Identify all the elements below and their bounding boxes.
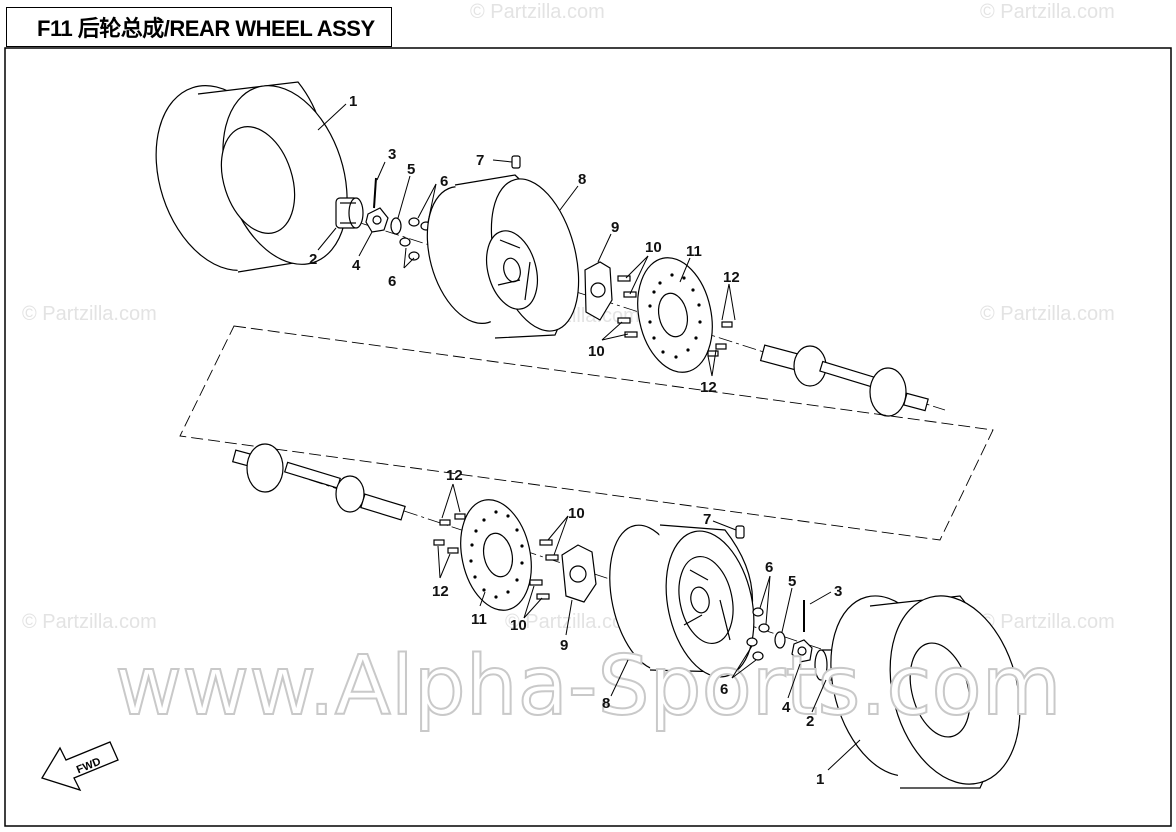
top-cotter-pin — [373, 177, 377, 209]
watermark-mid-left: © Partzilla.com — [22, 303, 157, 325]
bottom-rim — [609, 524, 755, 678]
bottom-brake-disc — [460, 499, 532, 611]
callout-bottom-8: 8 — [602, 695, 610, 712]
watermark-mid-right: © Partzilla.com — [980, 303, 1115, 325]
bottom-callout-numbers: 12 12 11 10 10 9 7 8 6 6 5 3 4 2 1 — [432, 467, 842, 788]
callout-top-3: 3 — [388, 146, 396, 163]
bottom-axle-nut — [791, 639, 813, 663]
callout-bottom-6a: 6 — [765, 559, 773, 576]
bottom-hub — [561, 544, 597, 603]
callout-top-1: 1 — [349, 93, 357, 110]
top-lug-nuts — [399, 217, 432, 261]
callout-top-9: 9 — [611, 219, 619, 236]
callout-bottom-12a: 12 — [446, 467, 463, 484]
callout-top-8: 8 — [578, 171, 586, 188]
callout-bottom-4: 4 — [782, 699, 791, 716]
callout-top-12b: 12 — [700, 379, 717, 396]
top-hub — [584, 261, 613, 321]
callout-bottom-5: 5 — [788, 573, 796, 590]
top-axle-nut — [365, 207, 389, 233]
bottom-callouts — [437, 483, 861, 771]
top-drive-shaft — [759, 344, 929, 417]
watermark-top-left: © Partzilla.com — [470, 1, 605, 23]
top-hub-cap — [335, 197, 364, 229]
callout-top-4: 4 — [352, 257, 361, 274]
callout-bottom-10b: 10 — [510, 617, 527, 634]
alpha-sports-watermark: www.Alpha-Sports.com — [115, 639, 1062, 734]
callout-bottom-2: 2 — [806, 713, 814, 730]
callout-top-5: 5 — [407, 161, 415, 178]
bottom-valve-stem — [735, 525, 745, 539]
fwd-arrow-icon: FWD — [41, 741, 119, 792]
callout-top-6a: 6 — [440, 173, 448, 190]
top-assembly — [155, 81, 946, 417]
callout-top-7: 7 — [476, 152, 484, 169]
callout-top-10a: 10 — [645, 239, 662, 256]
partzilla-watermarks: © Partzilla.com © Partzilla.com © Partzi… — [22, 1, 1115, 633]
top-callouts — [317, 103, 736, 377]
bottom-washer — [774, 631, 786, 649]
diagram-title: F11 后轮总成/REAR WHEEL ASSY — [6, 7, 392, 47]
top-brake-disc — [637, 257, 713, 373]
callout-top-10b: 10 — [588, 343, 605, 360]
callout-top-11: 11 — [686, 243, 702, 260]
watermark-low-center: © Partzilla.com — [505, 611, 640, 633]
watermark-low-right: © Partzilla.com — [980, 611, 1115, 633]
callout-bottom-3: 3 — [834, 583, 842, 600]
top-washer — [390, 217, 402, 235]
top-tire — [155, 81, 348, 273]
callout-bottom-10a: 10 — [568, 505, 585, 522]
bottom-assembly — [231, 443, 1021, 789]
diagram-frame — [4, 47, 1172, 827]
top-valve-stem — [511, 155, 521, 169]
callout-bottom-7: 7 — [703, 511, 711, 528]
callout-top-2: 2 — [309, 251, 317, 268]
top-callout-numbers: 1 2 3 4 5 6 6 7 8 9 10 10 11 12 12 — [309, 93, 740, 396]
callout-top-12a: 12 — [723, 269, 740, 286]
bottom-tire — [830, 595, 1021, 789]
bottom-lug-nuts — [746, 607, 770, 661]
watermark-top-right: © Partzilla.com — [980, 1, 1115, 23]
callout-bottom-9: 9 — [560, 637, 568, 654]
top-hub-bolts — [617, 275, 638, 338]
callout-bottom-6b: 6 — [720, 681, 728, 698]
bottom-hub-bolts — [529, 539, 559, 600]
connection-dashed-box — [179, 325, 994, 541]
watermark-low-left: © Partzilla.com — [22, 611, 157, 633]
callout-top-6b: 6 — [388, 273, 396, 290]
bottom-disc-bolts — [433, 513, 466, 554]
callout-bottom-1: 1 — [816, 771, 824, 788]
callout-bottom-11: 11 — [471, 611, 487, 628]
callout-bottom-12b: 12 — [432, 583, 449, 600]
top-rim — [426, 174, 580, 339]
bottom-drive-shaft — [231, 443, 406, 521]
top-disc-bolts — [707, 321, 733, 357]
